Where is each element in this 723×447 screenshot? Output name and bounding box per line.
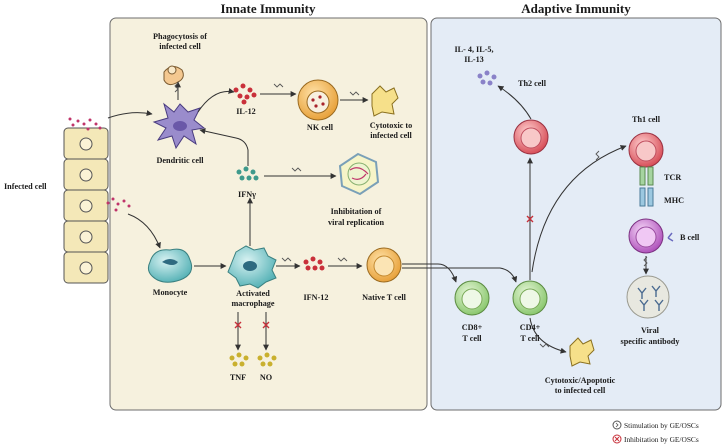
legend: Stimulation by GE/OSCs Inhibitation by G… (612, 420, 699, 444)
tnf-cytokines (229, 352, 249, 367)
inhibition-legend-label: Inhibitation by GE/OSCs (624, 435, 699, 444)
th1-label: Th1 cell (632, 115, 661, 124)
damaged-cell-icon (371, 85, 399, 117)
il4-label: IL- 4, IL-5, (454, 45, 493, 54)
phagocytosis-icon (163, 65, 184, 86)
stimulation-legend-icon (612, 420, 622, 430)
cd8-label-2: T cell (462, 334, 482, 343)
th1-cell (628, 132, 664, 168)
ifn12-cytokines (303, 256, 325, 271)
innate-title: Innate Immunity (221, 1, 316, 16)
b-cell (628, 218, 674, 254)
nk-cell-label: NK cell (307, 123, 334, 132)
ifny-cytokines (236, 166, 259, 181)
activated-macrophage-label: Activated (236, 289, 270, 298)
apoptotic-cell-icon (569, 337, 595, 367)
cytoapo-label-2: to infected cell (555, 386, 606, 395)
antibody-cluster (626, 275, 670, 319)
viral-antibody-label: Viral (641, 326, 660, 335)
tcr-label: TCR (664, 173, 681, 182)
th2-cell (513, 119, 549, 155)
il4-label-2: IL-13 (464, 55, 484, 64)
ifny-label: IFNγ (238, 190, 256, 199)
inhibition-label: Inhibitation of (331, 207, 382, 216)
stimulation-marks (174, 82, 648, 348)
il12-cytokines (233, 83, 257, 105)
cytotoxic-label: Cytotoxic to (370, 121, 413, 130)
phagocytosis-label-2: infected cell (159, 42, 201, 51)
cytotoxic-label-2: infected cell (370, 131, 412, 140)
il12-label: IL-12 (236, 107, 256, 116)
infected-cell-label: Infected cell (4, 182, 47, 191)
tcr-receptor (639, 166, 654, 186)
cd8-label: CD8+ (462, 323, 483, 332)
inhibition-label-2: viral replication (328, 218, 384, 227)
native-t-cell (366, 247, 402, 283)
ifn12-label: IFN-12 (303, 293, 328, 302)
activated-macrophage (227, 245, 277, 289)
no-cytokines (257, 352, 277, 367)
tnf-label: TNF (230, 373, 246, 382)
cd4-label: CD4+ (520, 323, 541, 332)
th2-label: Th2 cell (518, 79, 547, 88)
phagocytosis-label: Phagocytosis of (153, 32, 207, 41)
activated-macrophage-label-2: macrophage (231, 299, 274, 308)
cd8-t-cell (454, 280, 490, 316)
inhibition-marks (234, 215, 534, 329)
no-label: NO (260, 373, 272, 382)
monocyte (147, 248, 193, 283)
native-t-cell-label: Native T cell (362, 293, 407, 302)
b-cell-label: B cell (680, 233, 700, 242)
cd4-label-2: T cell (520, 334, 540, 343)
virus-particles (68, 117, 131, 212)
stimulation-legend-label: Stimulation by GE/OSCs (624, 421, 699, 430)
il4-cytokines (477, 70, 497, 86)
adaptive-title: Adaptive Immunity (521, 1, 631, 16)
mhc-receptor (639, 187, 654, 207)
cd4-t-cell (512, 280, 548, 316)
virus-icon (338, 152, 380, 196)
dendritic-cell-label: Dendritic cell (156, 156, 204, 165)
dendritic-cell (152, 102, 206, 150)
nk-cell (297, 79, 339, 121)
viral-antibody-label-2: specific antibody (621, 337, 681, 346)
mhc-label: MHC (664, 196, 684, 205)
monocyte-label: Monocyte (153, 288, 188, 297)
infected-cell-stack (63, 127, 109, 284)
cytoapo-label: Cytotoxic/Apoptotic (545, 376, 616, 385)
